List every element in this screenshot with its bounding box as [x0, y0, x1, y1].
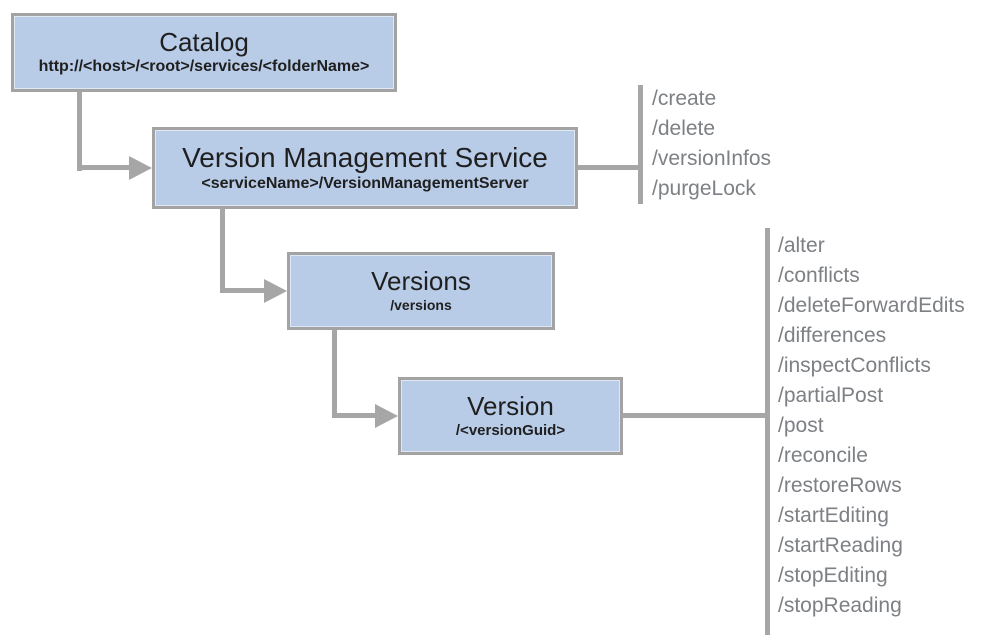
operation-item: /stopEditing — [778, 564, 888, 587]
operation-item: /post — [778, 414, 824, 437]
node-version-url: /<versionGuid> — [455, 421, 566, 439]
operation-item: /inspectConflicts — [778, 354, 931, 377]
connector-versions-version-horizontal — [332, 413, 377, 418]
operation-item: /differences — [778, 324, 887, 347]
operation-item: /versionInfos — [652, 147, 772, 170]
operation-item: /conflicts — [778, 264, 860, 287]
connector-versions-version-vertical — [332, 330, 337, 418]
connector-vms-versions-vertical — [220, 208, 225, 293]
node-catalog-title: Catalog — [159, 26, 249, 57]
node-version-title: Version — [467, 390, 554, 421]
operation-item: /partialPost — [778, 384, 884, 407]
connector-version-operations-horizontal — [623, 413, 770, 418]
arrowhead-versions-version — [375, 404, 398, 428]
connector-vms-versions-horizontal — [220, 288, 266, 293]
node-vms-url: <serviceName>/VersionManagementServer — [201, 175, 529, 193]
operation-item: /purgeLock — [652, 177, 756, 200]
operation-item: /alter — [778, 234, 825, 257]
operation-item: /stopReading — [778, 594, 902, 617]
node-versions-title: Versions — [371, 266, 471, 297]
node-version-management-service: Version Management Service <serviceName>… — [152, 127, 578, 209]
version-operations-list: /alter/conflicts/deleteForwardEdits/diff… — [778, 231, 965, 621]
node-catalog: Catalog http://<host>/<root>/services/<f… — [11, 13, 397, 92]
connector-catalog-vms-horizontal — [77, 165, 131, 170]
node-version: Version /<versionGuid> — [398, 377, 623, 455]
operation-item: /deleteForwardEdits — [778, 294, 965, 317]
node-vms-title: Version Management Service — [182, 141, 548, 173]
arrowhead-catalog-vms — [129, 156, 152, 180]
node-versions: Versions /versions — [287, 252, 555, 330]
arrowhead-vms-versions — [264, 279, 287, 303]
bracket-version-operations — [765, 228, 770, 635]
operation-item: /restoreRows — [778, 474, 902, 497]
operation-item: /startReading — [778, 534, 903, 557]
operation-item: /startEditing — [778, 504, 889, 527]
node-catalog-url: http://<host>/<root>/services/<folderNam… — [38, 58, 370, 76]
bracket-vms-operations — [638, 85, 643, 204]
connector-vms-operations-horizontal — [578, 165, 643, 170]
operation-item: /delete — [652, 117, 716, 140]
vms-operations-list: /create/delete/versionInfos/purgeLock — [652, 84, 771, 204]
node-versions-url: /versions — [390, 297, 452, 314]
operation-item: /create — [652, 87, 717, 110]
connector-catalog-vms-vertical — [77, 91, 82, 171]
operation-item: /reconcile — [778, 444, 868, 467]
